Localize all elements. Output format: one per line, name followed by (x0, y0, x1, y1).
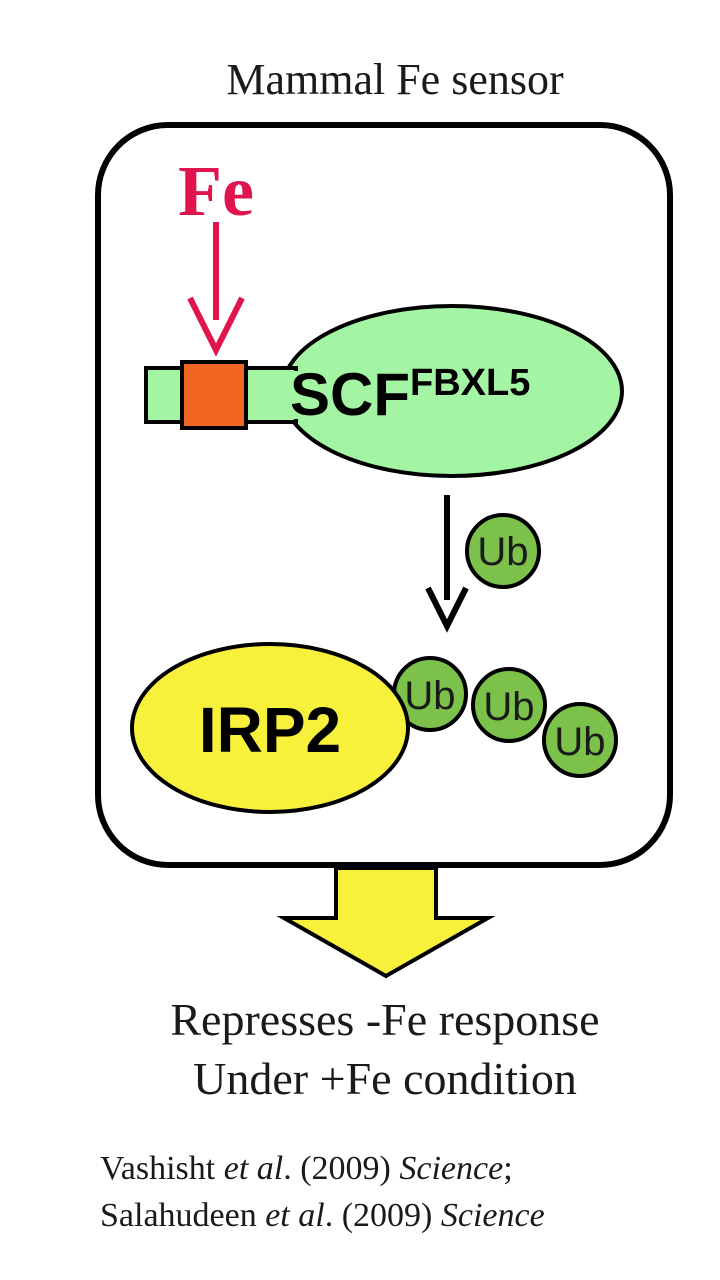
citation-1-author: Vashisht (100, 1150, 216, 1187)
ubiquitination-arrow (425, 495, 469, 633)
outcome-line-2: Under +Fe condition (193, 1053, 577, 1104)
ub-label: Ub (404, 674, 455, 718)
ub-label: Ub (554, 720, 605, 764)
irp2-protein (130, 642, 410, 814)
ub-chain-2: Ub (471, 667, 547, 743)
citation-2-etal: et al (265, 1197, 324, 1234)
citation-2-year: . (2009) (325, 1197, 441, 1234)
fe-binding-arrow (187, 222, 245, 357)
citation-2: Salahudeen et al. (2009) Science (100, 1197, 545, 1234)
fe-label: Fe (178, 151, 254, 231)
scf-base: SCF (290, 361, 410, 428)
citation-1-year: . (2009) (283, 1150, 399, 1187)
ub-chain-3: Ub (542, 702, 618, 778)
citation-1-trail: ; (503, 1150, 512, 1187)
ub-label: Ub (483, 685, 534, 729)
citation-2-journal: Science (441, 1197, 545, 1234)
domain-joint (285, 371, 305, 419)
diagram-title: Mammal Fe sensor (226, 55, 564, 104)
scf-superscript: FBXL5 (410, 362, 530, 404)
ub-chain: Ub Ub Ub (392, 656, 618, 778)
ub-label: Ub (477, 530, 528, 574)
citation-1-journal: Science (399, 1150, 503, 1187)
ub-circle (471, 667, 547, 743)
outcome-line-1: Represses -Fe response (170, 994, 599, 1045)
irp2-label: IRP2 (199, 694, 341, 766)
ub-circle (542, 702, 618, 778)
citation-2-author: Salahudeen (100, 1197, 257, 1234)
citation-1-etal: et al (224, 1150, 283, 1187)
ub-chain-1: Ub (392, 656, 468, 732)
fe-binding-domain (180, 360, 248, 430)
outcome-arrow (276, 866, 496, 979)
citation-1: Vashisht et al. (2009) Science; (100, 1150, 513, 1187)
scf-label: SCFFBXL5 (290, 361, 530, 428)
free-ub: Ub (465, 513, 541, 589)
ub-circle (465, 513, 541, 589)
